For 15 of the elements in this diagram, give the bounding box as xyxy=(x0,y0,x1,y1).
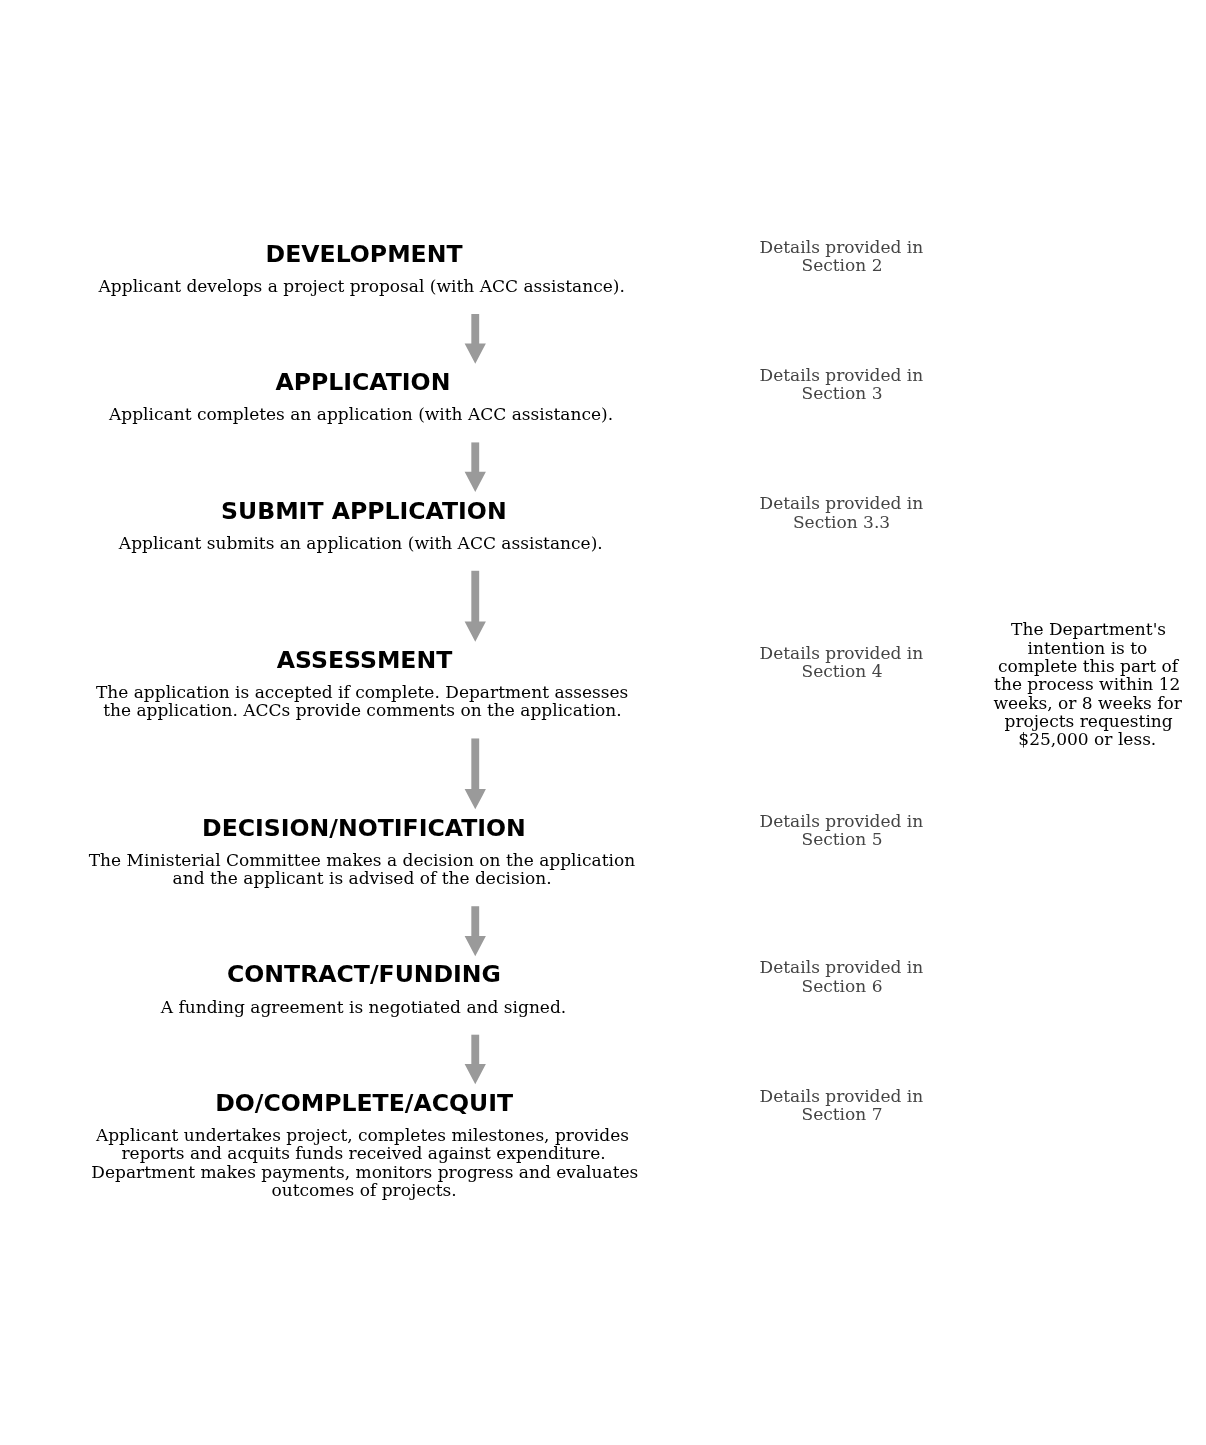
node-text: DECISION/NOTIFICATION The Ministerial Committee makes a decision on the application and the applicant is advised of the decision. xyxy=(88,813,636,889)
node-text: APPLICATION Applicant completes an application (with ACC assistance). xyxy=(109,368,614,425)
node-label: Details provided in Section 6 xyxy=(759,957,924,996)
node-label: Details provided in Section 2 xyxy=(759,236,924,275)
node-label: Details provided in Section 4 xyxy=(759,642,924,682)
node-text: ASSESSMENT The application is accepted if complete. Department assesses the application. ACCs provide comments on the application. xyxy=(95,646,629,721)
node-label: Details provided in Section 3.3 xyxy=(759,493,924,532)
node-label: Details provided in Section 3 xyxy=(759,365,924,404)
label: The Department's intention is to complete this part of the process within 12 weeks, or 8 weeks for projects requesting $25,000 or less. xyxy=(993,619,1182,750)
node-label: Details provided in Section 5 xyxy=(759,810,924,849)
node-text: SUBMIT APPLICATION Applicant submits an application (with ACC assistance). xyxy=(118,496,603,553)
node-text: DEVELOPMENT Applicant develops a project proposal (with ACC assistance). xyxy=(98,239,625,296)
node-text: CONTRACT/FUNDING A funding agreement is negotiated and signed. xyxy=(160,960,567,1017)
node-label: Details provided in Section 7 xyxy=(759,1085,924,1125)
node-text: DO/COMPLETE/ACQUIT Applicant undertakes project, completes milestones, provides reports and acquits funds received against expenditure. Department makes payments, monitors progress and evaluates outcomes of projects. xyxy=(91,1088,639,1201)
